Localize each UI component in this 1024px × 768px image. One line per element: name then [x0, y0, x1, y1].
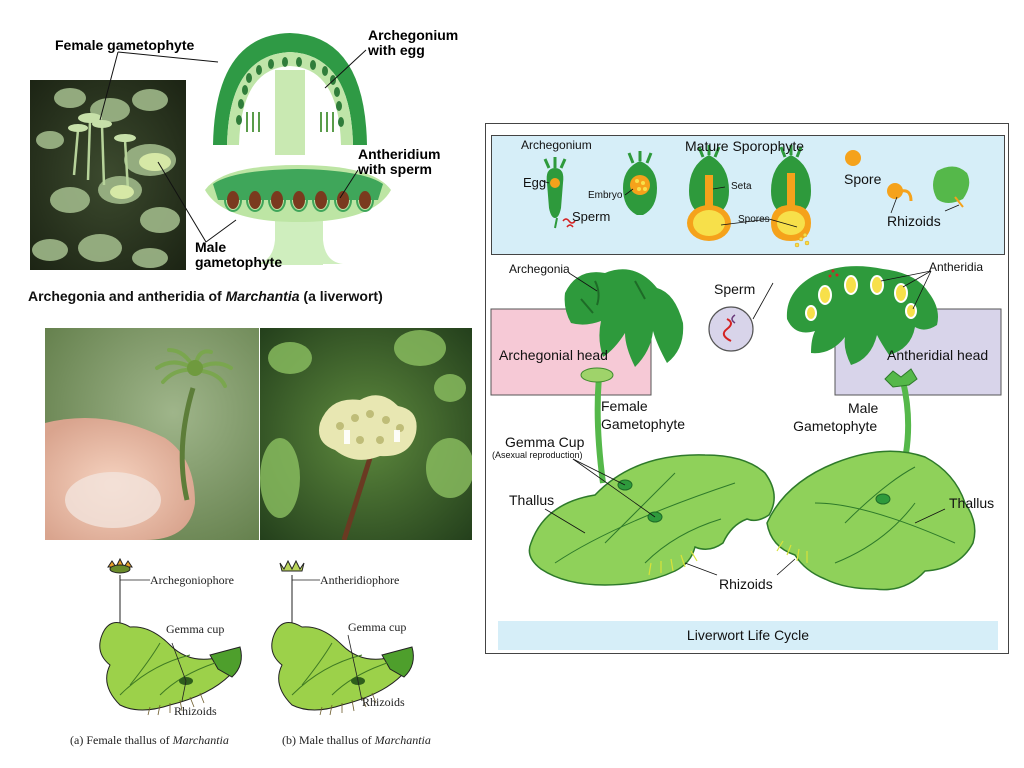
male-thallus-drawing — [271, 559, 414, 716]
archegonial-head-cross-section — [205, 30, 375, 155]
archegonial-head-drawing — [564, 269, 684, 367]
photo-antheridial-head — [260, 328, 472, 540]
male-caption-pre: (b) Male thallus of — [282, 733, 375, 747]
antheridium-label: Antheridium with sperm — [358, 147, 440, 177]
lc-seta-label: Seta — [731, 181, 752, 192]
lc-thallus-right-label: Thallus — [949, 495, 995, 511]
top-box-leaders — [541, 180, 960, 228]
lc-female-gametophyte-label: Female Gametophyte — [601, 397, 685, 433]
sporophyte-spores-drawing — [771, 145, 811, 248]
male-gemma-cup-label: Gemma cup — [348, 620, 407, 634]
female-caption-italic: Marchantia — [172, 733, 229, 747]
female-rhizoids-label: Rhizoids — [174, 704, 217, 718]
lc-rhizoids-label: Rhizoids — [719, 576, 773, 592]
lc-archegonium-label: Archegonium — [521, 138, 592, 152]
spore-germination-drawing — [845, 150, 970, 208]
photo-archegoniophore-on-finger — [45, 328, 259, 540]
lc-archegonial-head-label: Archegonial head — [499, 347, 608, 363]
female-caption-pre: (a) Female thallus of — [70, 733, 173, 747]
antheridiophore-label: Antheridiophore — [320, 573, 400, 587]
lc-male-line1: Male — [848, 400, 879, 416]
sporophyte-seta-drawing — [687, 145, 731, 241]
top-left-leader-lines — [99, 49, 367, 243]
left-thallus-drawing — [528, 454, 775, 586]
lc-embryo-label: Embryo — [588, 190, 623, 201]
lc-top-rhizoids-label: Rhizoids — [887, 213, 941, 229]
archegonium-label-line2: with egg — [368, 42, 425, 58]
caption-text-italic: Marchantia — [225, 288, 300, 304]
lc-female-line2: Gametophyte — [601, 416, 686, 432]
lc-gemma-cup-label: Gemma Cup — [505, 434, 585, 450]
embryo-drawing — [623, 151, 657, 215]
male-rhizoids-label: Rhizoids — [362, 695, 405, 709]
archegonium-label-line1: Archegonium — [368, 27, 459, 43]
caption-text-post: (a liverwort) — [299, 288, 383, 304]
male-gametophyte-label-line1: Male — [195, 239, 227, 255]
antheridial-head-cross-section — [203, 160, 393, 265]
archegonium-egg-drawing — [543, 157, 576, 229]
antheridial-head-drawing — [786, 266, 938, 365]
antheridium-label-line2: with sperm — [358, 161, 432, 177]
right-thallus-drawing — [766, 450, 976, 591]
archegonia-antheridia-caption: Archegonia and antheridia of Marchantia … — [28, 288, 383, 304]
lc-top-sperm-label: Sperm — [572, 209, 611, 224]
male-gametophyte-label-line2: gametophyte — [195, 254, 283, 270]
life-cycle-top-box — [491, 135, 1005, 255]
lc-antheridia-label: Antheridia — [929, 260, 984, 274]
male-caption-italic: Marchantia — [374, 733, 431, 747]
caption-text-pre: Archegonia and antheridia of — [28, 288, 226, 304]
lc-female-line1: Female — [601, 398, 648, 414]
female-stalk-top — [580, 367, 614, 383]
lc-spore-label: Spore — [844, 171, 882, 187]
life-cycle-title-bar: Liverwort Life Cycle — [498, 621, 998, 650]
lc-male-line2: Gametophyte — [793, 418, 878, 434]
male-thallus-caption: (b) Male thallus of Marchantia — [282, 733, 431, 748]
lc-sperm-label: Sperm — [714, 281, 756, 297]
female-gametophyte-label: Female gametophyte — [55, 37, 195, 53]
lc-asexual-label: (Asexual reproduction) — [492, 450, 583, 460]
photo-female-male-gametophytes — [30, 80, 186, 270]
female-thallus-drawing — [99, 557, 242, 716]
lc-mature-sporophyte-label: Mature Sporophyte — [685, 138, 805, 154]
archegonium-label: Archegonium with egg — [368, 28, 458, 58]
female-thallus-caption: (a) Female thallus of Marchantia — [70, 733, 229, 748]
female-gemma-cup-label: Gemma cup — [166, 622, 225, 636]
life-cycle-title: Liverwort Life Cycle — [686, 627, 810, 643]
lc-spores-label: Spores — [738, 214, 770, 225]
lc-male-gametophyte-label: Male Gametophyte — [792, 399, 878, 435]
antheridium-label-line1: Antheridium — [358, 146, 441, 162]
lc-archegonia-label: Archegonia — [509, 262, 570, 276]
lc-egg-label: Egg — [523, 175, 547, 190]
archegoniophore-label: Archegoniophore — [150, 573, 234, 587]
male-gametophyte-label: Male gametophyte — [195, 240, 282, 270]
lc-antheridial-head-label: Antheridial head — [887, 347, 989, 363]
lc-thallus-left-label: Thallus — [509, 492, 555, 508]
life-cycle-illustration — [490, 145, 1002, 591]
